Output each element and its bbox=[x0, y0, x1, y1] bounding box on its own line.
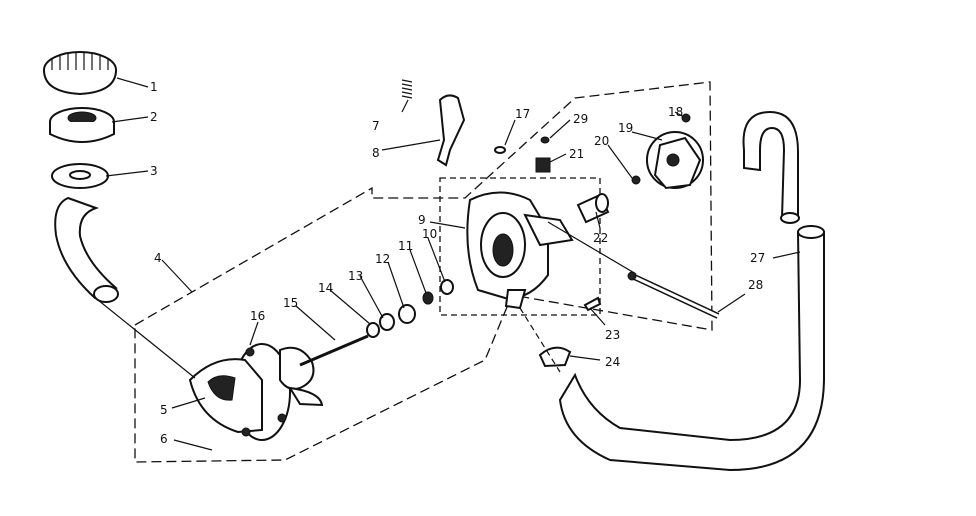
callout-4: 4 bbox=[154, 251, 162, 265]
callout-2: 2 bbox=[150, 110, 158, 124]
callout-labels: 1 2 3 4 5 6 7 8 9 10 11 12 13 14 15 16 1… bbox=[150, 80, 765, 446]
callout-18: 18 bbox=[668, 105, 683, 119]
drain-hose-part bbox=[558, 110, 825, 472]
motor-cap-part bbox=[631, 113, 704, 190]
cap-part bbox=[49, 107, 115, 143]
callout-16: 16 bbox=[250, 309, 265, 323]
washer-part bbox=[51, 163, 109, 189]
hose-end-part bbox=[93, 285, 119, 303]
pump-housing-rear-part bbox=[466, 191, 574, 310]
impeller-part bbox=[279, 334, 369, 407]
callout-20: 20 bbox=[594, 134, 609, 148]
callout-13: 13 bbox=[348, 269, 363, 283]
callout-9: 9 bbox=[418, 213, 426, 227]
key-part bbox=[583, 296, 602, 312]
callout-17: 17 bbox=[515, 107, 530, 121]
callout-23: 23 bbox=[605, 328, 620, 342]
callout-1: 1 bbox=[150, 80, 158, 94]
leader-lines bbox=[97, 77, 801, 451]
seal-parts bbox=[366, 279, 454, 338]
pin-part bbox=[494, 146, 506, 154]
callout-21: 21 bbox=[569, 147, 584, 161]
callout-15: 15 bbox=[283, 296, 298, 310]
pump-housing-front-part bbox=[188, 343, 291, 441]
lever-part bbox=[436, 94, 466, 167]
bushing-part bbox=[576, 193, 610, 224]
callout-8: 8 bbox=[372, 146, 380, 160]
callout-7: 7 bbox=[372, 119, 380, 133]
callout-5: 5 bbox=[160, 403, 168, 417]
callout-14: 14 bbox=[318, 281, 333, 295]
callout-10: 10 bbox=[422, 227, 437, 241]
assembly-outline bbox=[134, 81, 713, 463]
callout-11: 11 bbox=[398, 239, 413, 253]
strainer-part bbox=[43, 51, 117, 96]
callout-22: 22 bbox=[593, 231, 608, 245]
callout-28: 28 bbox=[748, 278, 763, 292]
callout-19: 19 bbox=[618, 121, 633, 135]
spring-part bbox=[401, 79, 413, 99]
clip-part bbox=[535, 157, 551, 173]
callout-12: 12 bbox=[375, 252, 390, 266]
callout-24: 24 bbox=[605, 355, 620, 369]
callout-3: 3 bbox=[150, 164, 158, 178]
screw-part bbox=[540, 136, 550, 144]
shaft-rod-part bbox=[627, 271, 720, 319]
inlet-hose-part bbox=[54, 196, 118, 300]
callout-6: 6 bbox=[160, 432, 168, 446]
callout-29: 29 bbox=[573, 112, 588, 126]
callout-27: 27 bbox=[750, 251, 765, 265]
